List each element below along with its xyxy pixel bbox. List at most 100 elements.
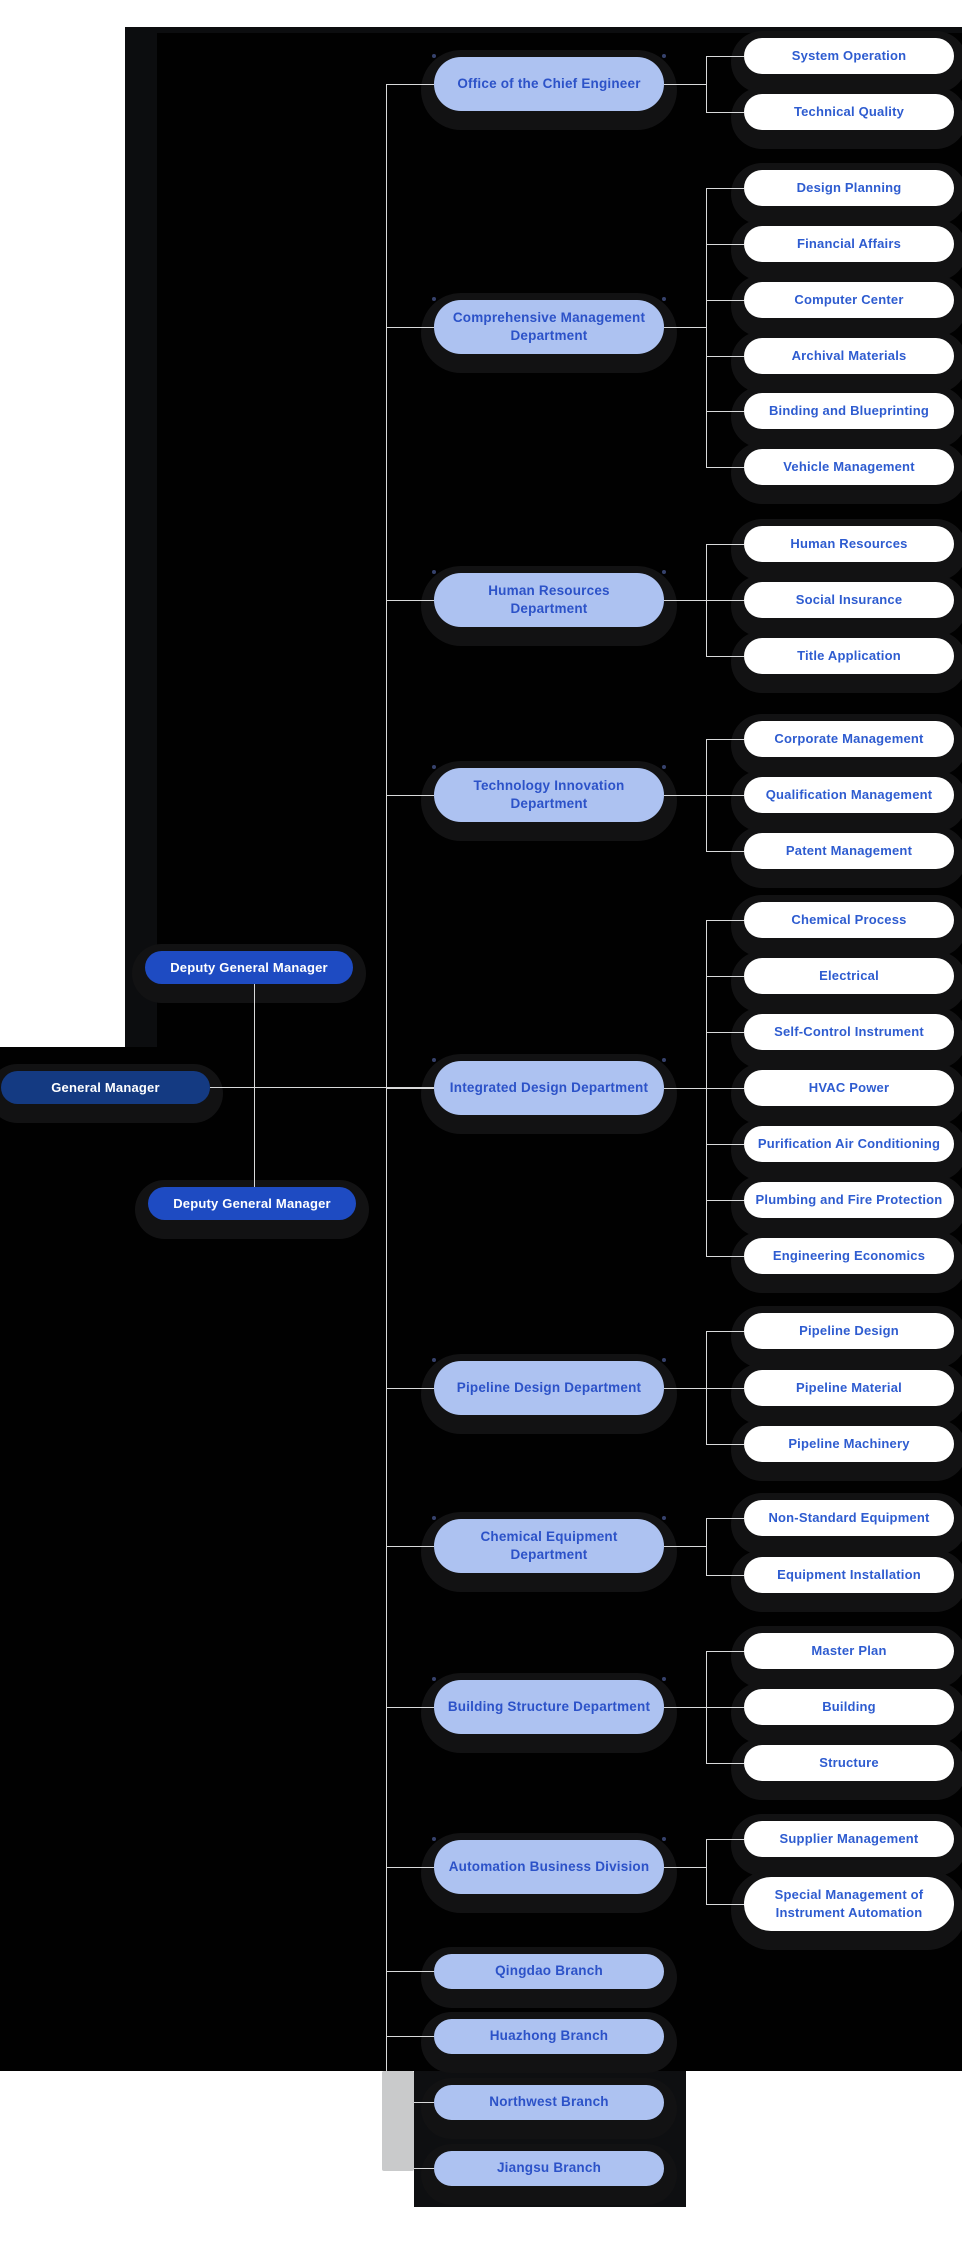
node-engineering-economics[interactable]: Engineering Economics xyxy=(744,1238,954,1274)
node-huazhong-branch[interactable]: Huazhong Branch xyxy=(434,2019,664,2054)
connection-handle-right[interactable] xyxy=(662,1516,666,1520)
connection-handle-left[interactable] xyxy=(432,1358,436,1362)
connection-handle-left[interactable] xyxy=(432,765,436,769)
node-integrated-design-department[interactable]: Integrated Design Department xyxy=(432,1058,666,1115)
node-label: Office of the Chief Engineer xyxy=(457,75,641,91)
connector-rail-to-sub-department xyxy=(706,600,744,601)
connector-rail-to-sub-department xyxy=(706,56,744,57)
node-patent-management[interactable]: Patent Management xyxy=(744,833,954,869)
connection-handle-right[interactable] xyxy=(662,1358,666,1362)
node-label: Patent Management xyxy=(785,843,913,859)
node-general-manager[interactable]: General Manager xyxy=(1,1071,210,1104)
node-pipeline-machinery[interactable]: Pipeline Machinery xyxy=(744,1426,954,1462)
node-automation-business-division[interactable]: Automation Business Division xyxy=(432,1837,666,1894)
node-structure[interactable]: Structure xyxy=(744,1745,954,1781)
node-hvac-power[interactable]: HVAC Power xyxy=(744,1070,954,1106)
node-qingdao-branch[interactable]: Qingdao Branch xyxy=(434,1954,664,1989)
node-label: Building Structure Department xyxy=(447,1698,651,1714)
connector-rail-to-sub-department xyxy=(706,1707,744,1708)
node-archival-materials[interactable]: Archival Materials xyxy=(744,338,954,374)
node-label: Engineering Economics xyxy=(772,1248,926,1264)
connection-handle-left[interactable] xyxy=(432,1837,436,1841)
connector-rail-to-sub-department xyxy=(706,1518,744,1519)
node-master-plan[interactable]: Master Plan xyxy=(744,1633,954,1669)
node-jiangsu-branch[interactable]: Jiangsu Branch xyxy=(434,2151,664,2186)
node-non-standard-equipment[interactable]: Non-Standard Equipment xyxy=(744,1500,954,1536)
node-binding-and-blueprinting[interactable]: Binding and Blueprinting xyxy=(744,393,954,429)
node-label: Financial Affairs xyxy=(796,236,902,252)
node-human-resources[interactable]: Human Resources xyxy=(744,526,954,562)
node-computer-center[interactable]: Computer Center xyxy=(744,282,954,318)
connection-handle-left[interactable] xyxy=(432,54,436,58)
connector-rail-to-sub-department xyxy=(706,467,744,468)
node-purification-air-conditioning[interactable]: Purification Air Conditioning xyxy=(744,1126,954,1162)
node-plumbing-and-fire-protection[interactable]: Plumbing and Fire Protection xyxy=(744,1182,954,1218)
node-label: Plumbing and Fire Protection xyxy=(755,1192,943,1208)
node-label: Comprehensive Management Department xyxy=(452,309,646,343)
node-chemical-equipment-department[interactable]: Chemical Equipment Department xyxy=(432,1516,666,1573)
connection-handle-right[interactable] xyxy=(662,570,666,574)
node-pipeline-material[interactable]: Pipeline Material xyxy=(744,1370,954,1406)
node-system-operation[interactable]: System Operation xyxy=(744,38,954,74)
connector-general-manager xyxy=(210,1087,434,1088)
connector-trunk-to-department xyxy=(386,327,434,328)
node-office-of-the-chief-engineer[interactable]: Office of the Chief Engineer xyxy=(432,54,666,111)
node-label: Electrical xyxy=(819,968,879,984)
node-qualification-management[interactable]: Qualification Management xyxy=(744,777,954,813)
connector-rail-to-sub-department xyxy=(706,244,744,245)
connector-department-to-rail xyxy=(664,1546,706,1547)
node-deputy-general-manager-1[interactable]: Deputy General Manager xyxy=(145,951,353,984)
node-technical-quality[interactable]: Technical Quality xyxy=(744,94,954,130)
node-supplier-management[interactable]: Supplier Management xyxy=(744,1821,954,1857)
connector-rail-to-sub-department xyxy=(706,356,744,357)
connection-handle-right[interactable] xyxy=(662,1677,666,1681)
node-label: Chemical Process xyxy=(791,912,907,928)
connector-trunk-to-department xyxy=(386,2036,434,2037)
connector-child-rail xyxy=(706,1839,707,1904)
node-self-control-instrument[interactable]: Self-Control Instrument xyxy=(744,1014,954,1050)
node-pipeline-design[interactable]: Pipeline Design xyxy=(744,1313,954,1349)
node-electrical[interactable]: Electrical xyxy=(744,958,954,994)
connection-handle-left[interactable] xyxy=(432,1058,436,1062)
node-human-resources-department[interactable]: Human Resources Department xyxy=(432,570,666,627)
node-label: Human Resources Department xyxy=(488,582,610,616)
connection-handle-left[interactable] xyxy=(432,1677,436,1681)
connection-handle-right[interactable] xyxy=(662,1837,666,1841)
connection-handle-left[interactable] xyxy=(432,570,436,574)
node-deputy-general-manager-2[interactable]: Deputy General Manager xyxy=(148,1187,356,1220)
node-label: Computer Center xyxy=(794,292,904,308)
node-pipeline-design-department[interactable]: Pipeline Design Department xyxy=(432,1358,666,1415)
node-vehicle-management[interactable]: Vehicle Management xyxy=(744,449,954,485)
node-label: Deputy General Manager xyxy=(173,1195,331,1211)
connection-handle-right[interactable] xyxy=(662,297,666,301)
connection-handle-right[interactable] xyxy=(662,54,666,58)
node-building-structure-department[interactable]: Building Structure Department xyxy=(432,1677,666,1734)
node-special-management-of-instrument-automation[interactable]: Special Management of Instrument Automat… xyxy=(744,1877,954,1931)
connection-handle-left[interactable] xyxy=(432,297,436,301)
node-technology-innovation-department[interactable]: Technology Innovation Department xyxy=(432,765,666,822)
connector-rail-to-sub-department xyxy=(706,1388,744,1389)
node-design-planning[interactable]: Design Planning xyxy=(744,170,954,206)
node-social-insurance[interactable]: Social Insurance xyxy=(744,582,954,618)
node-northwest-branch[interactable]: Northwest Branch xyxy=(434,2085,664,2120)
node-building[interactable]: Building xyxy=(744,1689,954,1725)
node-label: Structure xyxy=(819,1755,879,1771)
connection-handle-left[interactable] xyxy=(432,1516,436,1520)
connector-rail-to-sub-department xyxy=(706,411,744,412)
connector-trunk-to-department xyxy=(386,1971,434,1972)
node-equipment-installation[interactable]: Equipment Installation xyxy=(744,1557,954,1593)
connector-rail-to-sub-department xyxy=(706,851,744,852)
node-financial-affairs[interactable]: Financial Affairs xyxy=(744,226,954,262)
connector-child-rail xyxy=(706,188,707,467)
scrollbar-thumb[interactable] xyxy=(382,2071,414,2171)
connector-child-rail xyxy=(706,1518,707,1575)
connector-trunk-to-department xyxy=(386,1707,434,1708)
connection-handle-right[interactable] xyxy=(662,1058,666,1062)
node-label: Archival Materials xyxy=(791,348,907,364)
node-corporate-management[interactable]: Corporate Management xyxy=(744,721,954,757)
connector-rail-to-sub-department xyxy=(706,112,744,113)
connection-handle-right[interactable] xyxy=(662,765,666,769)
node-comprehensive-management-department[interactable]: Comprehensive Management Department xyxy=(432,297,666,354)
node-title-application[interactable]: Title Application xyxy=(744,638,954,674)
node-chemical-process[interactable]: Chemical Process xyxy=(744,902,954,938)
